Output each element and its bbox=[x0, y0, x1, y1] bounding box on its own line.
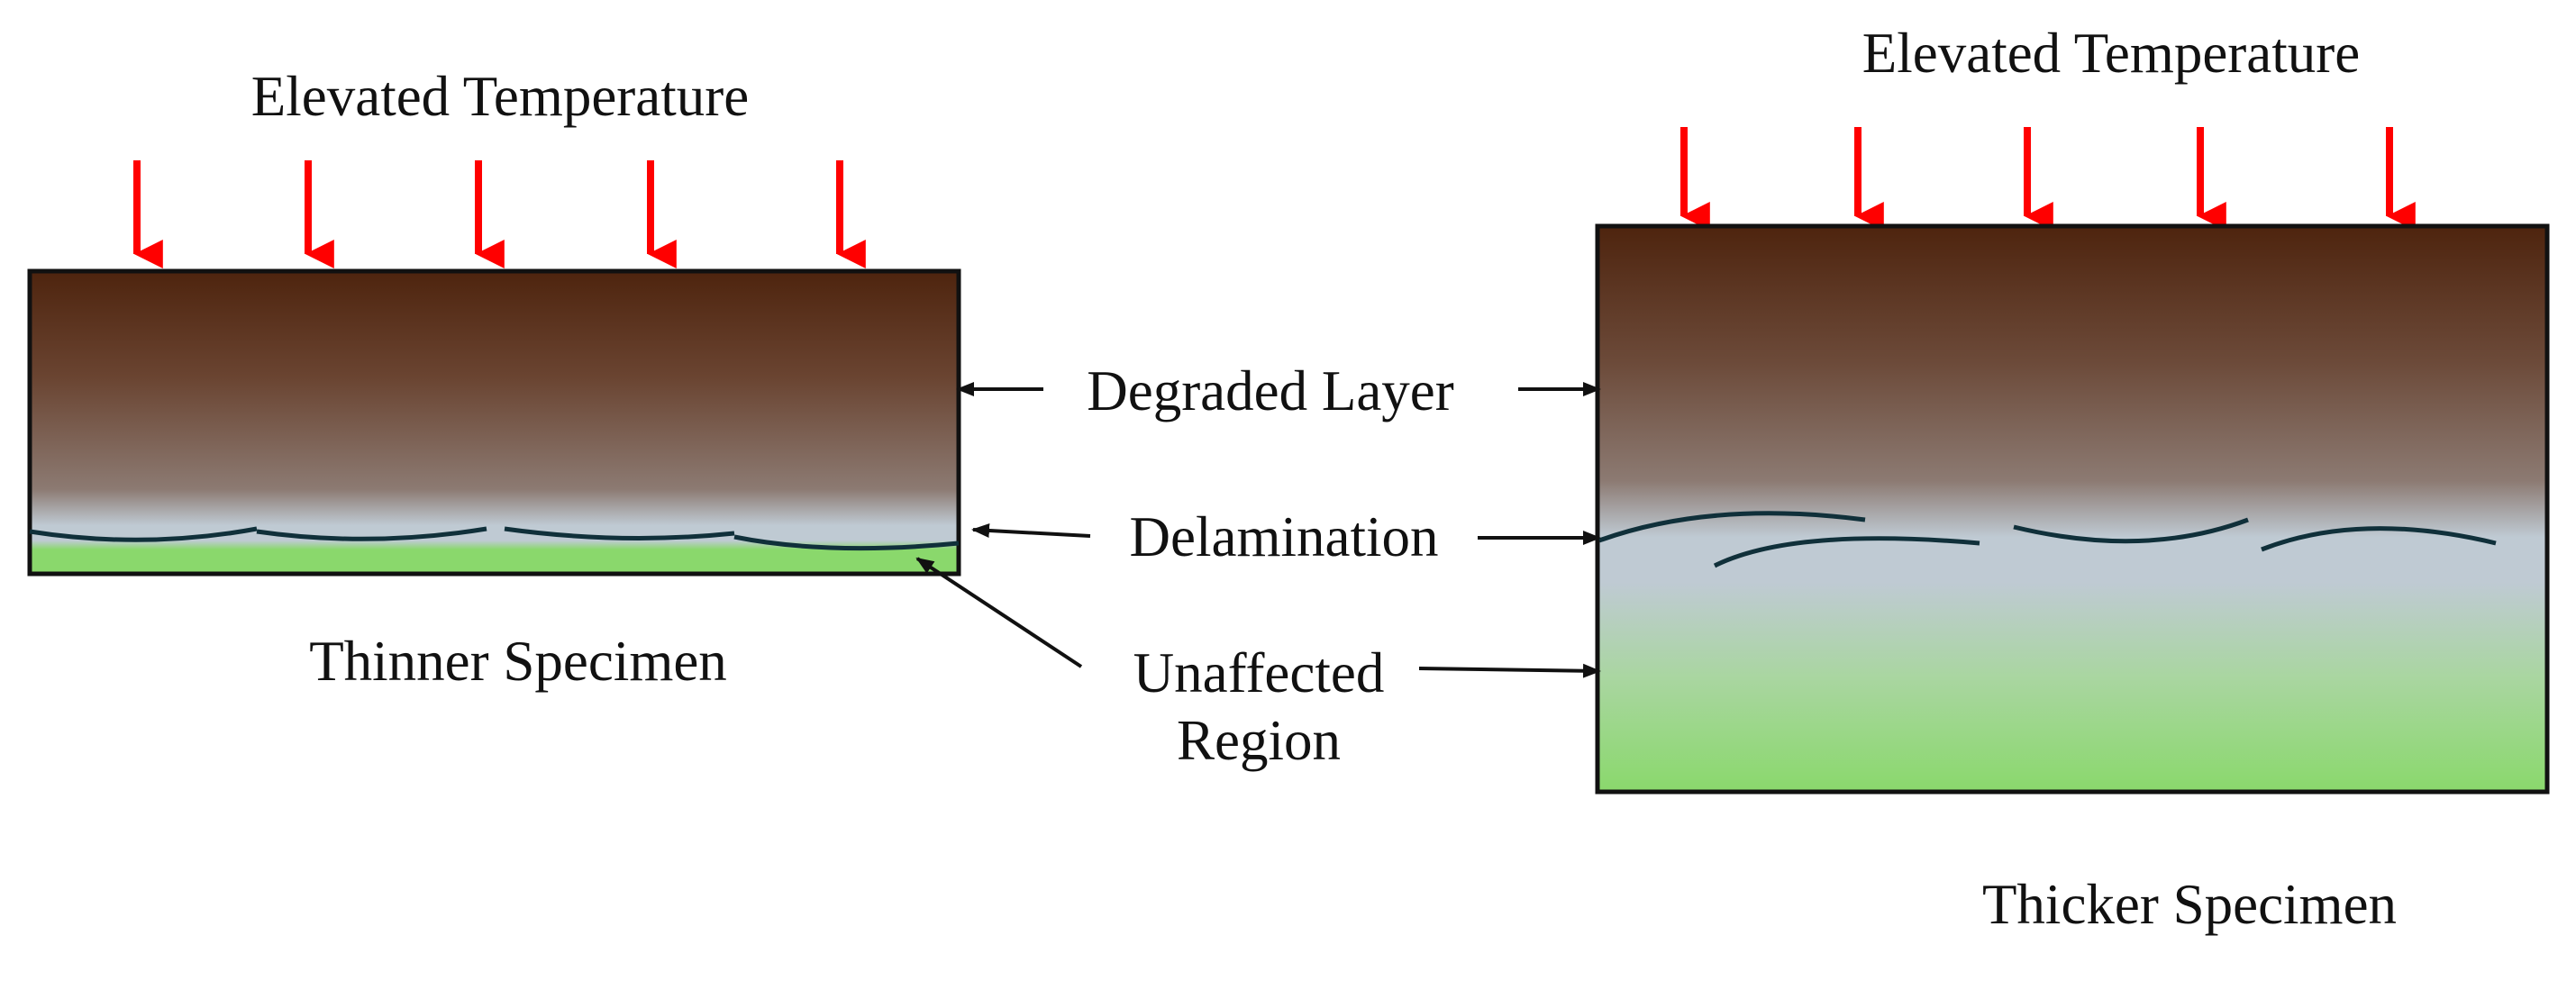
delamination-crack bbox=[2261, 526, 2497, 552]
unaffected-left-pointer-arrow bbox=[915, 557, 1083, 668]
right-elevated-temperature-label: Elevated Temperature bbox=[1862, 22, 2360, 85]
thicker-specimen-group: Elevated Temperature Thicker Specimen bbox=[1595, 22, 2550, 936]
left-heat-arrows bbox=[133, 160, 866, 268]
unaffected-region-label-line2: Region bbox=[1177, 709, 1341, 772]
thicker-specimen-caption: Thicker Specimen bbox=[1982, 873, 2397, 936]
left-delamination-cracks bbox=[29, 526, 960, 551]
delamination-crack bbox=[1713, 536, 1980, 568]
thinner-specimen-group: Elevated Temperature Thinner Specimen bbox=[27, 65, 961, 693]
center-labels: Degraded Layer Delamination Unaffected R… bbox=[915, 359, 1601, 772]
delamination-crack bbox=[733, 534, 960, 551]
delamination-crack bbox=[29, 526, 258, 542]
thinner-specimen-caption: Thinner Specimen bbox=[309, 630, 727, 693]
delamination-crack bbox=[1598, 511, 1866, 543]
thinner-specimen-block bbox=[27, 268, 961, 577]
unaffected-region-label-line1: Unaffected bbox=[1133, 641, 1385, 704]
delamination-label: Delamination bbox=[1130, 505, 1439, 568]
delamination-crack bbox=[504, 526, 735, 540]
right-delamination-cracks bbox=[1598, 511, 2497, 568]
thicker-specimen-block bbox=[1595, 223, 2550, 795]
delamination-crack bbox=[256, 526, 487, 541]
unaffected-right-pointer-arrow bbox=[1418, 663, 1601, 678]
delamination-left-pointer-arrow bbox=[971, 522, 1091, 538]
left-elevated-temperature-label: Elevated Temperature bbox=[251, 65, 749, 128]
degraded-layer-label: Degraded Layer bbox=[1087, 359, 1454, 422]
right-heat-arrows bbox=[1680, 127, 2416, 231]
pointer-arrows bbox=[915, 382, 1601, 678]
delamination-crack bbox=[2013, 517, 2249, 544]
